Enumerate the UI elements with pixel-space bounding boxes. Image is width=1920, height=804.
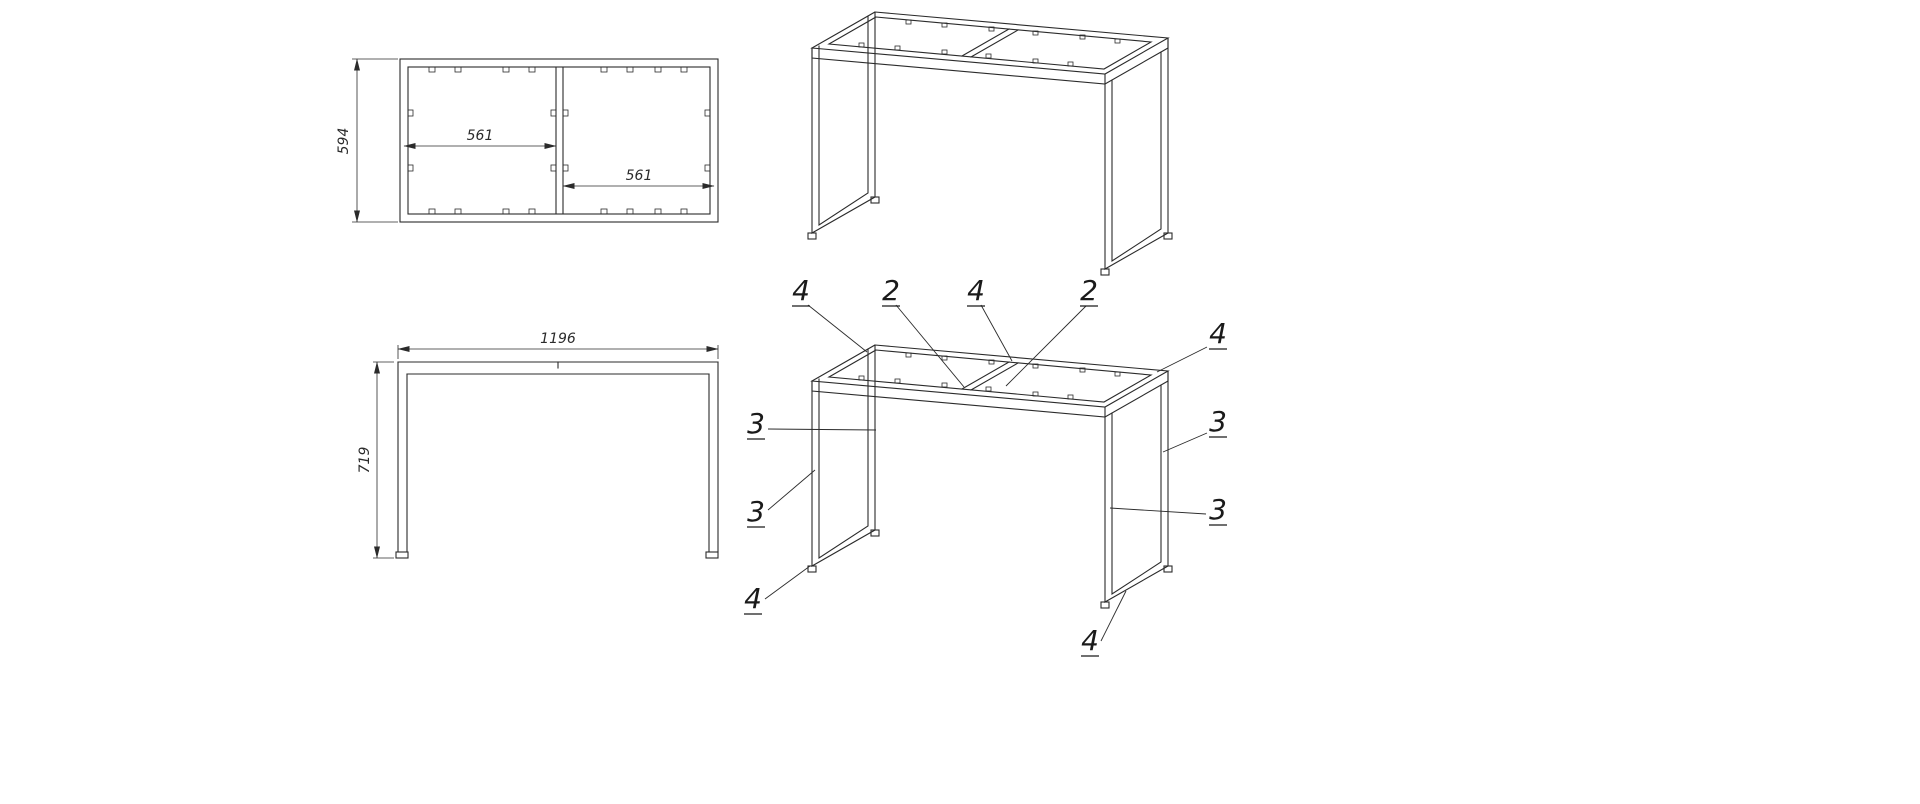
- callout-bottom-left: 4: [744, 565, 811, 615]
- callout-label: 4: [1209, 317, 1227, 350]
- iso-frame-annotated: [807, 344, 1173, 609]
- callout-bottom-right: 4: [1081, 590, 1127, 657]
- callout-label: 3: [747, 407, 765, 440]
- callout-label: 3: [1209, 493, 1227, 526]
- callout-top-2: 2: [882, 274, 965, 388]
- callout-label: 4: [744, 582, 762, 615]
- callout-label: 4: [967, 274, 985, 307]
- callout-right-top: 4: [1156, 317, 1227, 373]
- front-view-frame: [395, 361, 719, 559]
- top-view-clips: [407, 66, 711, 215]
- top-view-dimensions: 561 561 594: [336, 58, 715, 223]
- callout-label: 4: [1081, 624, 1099, 657]
- dim-width: 1196: [540, 331, 576, 347]
- dim-left-bay: 561: [467, 128, 494, 144]
- callout-left-upper: 3: [747, 407, 877, 440]
- top-view-frame: [399, 58, 719, 223]
- dim-depth: 594: [336, 128, 352, 155]
- callout-top-1: 4: [792, 274, 868, 353]
- callout-right-upper: 3: [1162, 405, 1227, 453]
- callout-top-4: 2: [1005, 274, 1098, 387]
- callout-left-lower: 3: [747, 469, 816, 528]
- front-view-dimensions: 1196 719: [357, 331, 719, 559]
- callout-label: 4: [792, 274, 810, 307]
- dim-right-bay: 561: [626, 168, 653, 184]
- callout-label: 3: [747, 495, 765, 528]
- callout-top-3: 4: [967, 274, 1013, 362]
- view-front: 1196 719: [357, 331, 719, 559]
- view-iso-plain: [807, 11, 1173, 276]
- callout-label: 3: [1209, 405, 1227, 438]
- dim-height: 719: [357, 447, 373, 474]
- view-iso-annotated: 4 2 4 2 4 3 3: [744, 274, 1227, 657]
- view-top-plan: 561 561 594: [336, 58, 719, 223]
- callout-right-lower: 3: [1109, 493, 1227, 526]
- callout-label: 2: [882, 274, 900, 307]
- callout-label: 2: [1080, 274, 1098, 307]
